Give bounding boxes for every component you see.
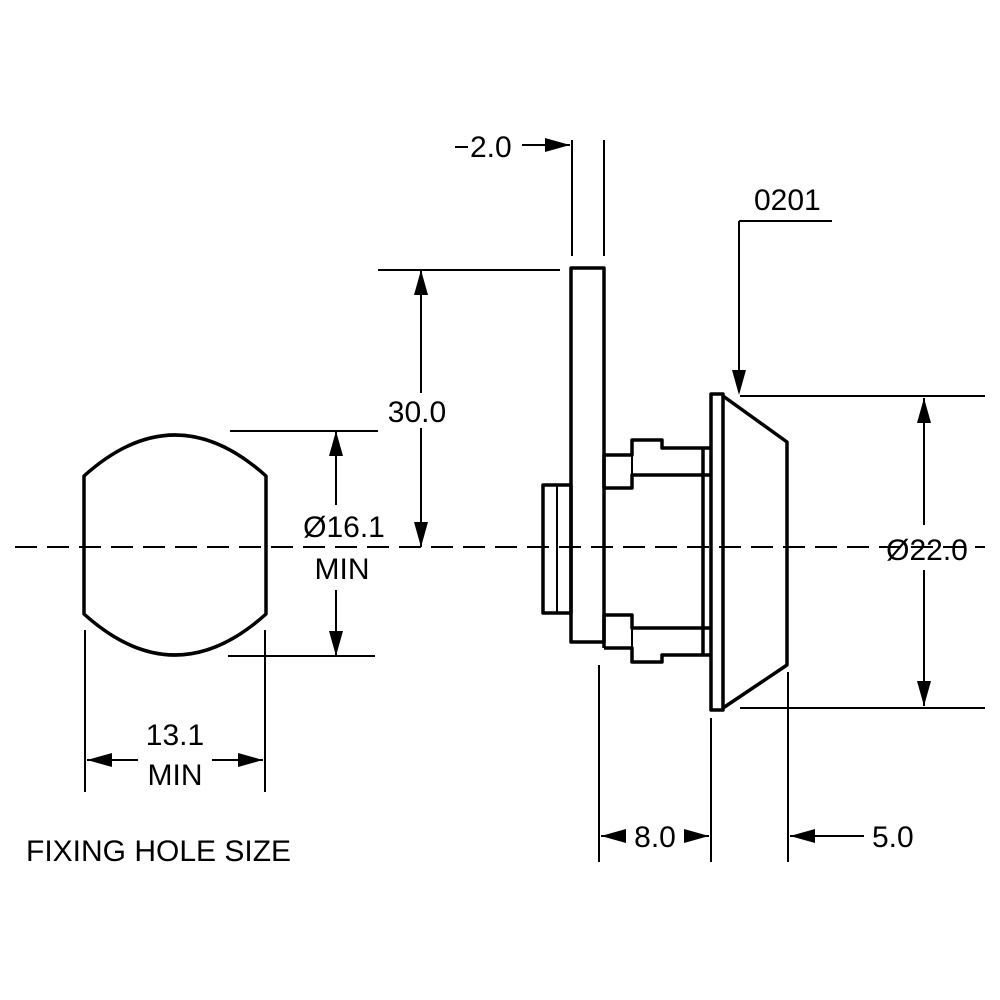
hole-diameter-min-label: MIN xyxy=(315,553,370,586)
hole-diameter-dimension xyxy=(228,430,378,657)
bezel-diameter-label: Ø22.0 xyxy=(886,534,968,567)
bezel-depth-dimension xyxy=(787,672,864,862)
body-length-label: 8.0 xyxy=(634,821,676,854)
part-code-leader xyxy=(732,220,832,395)
plate-thickness-dimension xyxy=(455,138,605,256)
bezel-depth-label: 5.0 xyxy=(872,821,914,854)
cam-lock-outline xyxy=(541,266,789,712)
hole-diameter-label: Ø16.1 xyxy=(303,511,385,544)
cam-length-dimension xyxy=(378,269,560,547)
hole-width-label: 13.1 xyxy=(146,719,204,752)
hole-width-min-label: MIN xyxy=(148,759,203,792)
plate-thickness-label: 2.0 xyxy=(470,131,512,164)
body-length-dimension xyxy=(598,665,712,862)
fixing-hole-caption: FIXING HOLE SIZE xyxy=(26,835,291,868)
part-code-label: 0201 xyxy=(754,184,821,217)
bezel-diameter-dimension xyxy=(740,395,985,709)
cam-length-label: 30.0 xyxy=(388,396,446,429)
hole-width-dimension xyxy=(84,630,266,792)
fixing-hole-outline xyxy=(82,433,268,657)
